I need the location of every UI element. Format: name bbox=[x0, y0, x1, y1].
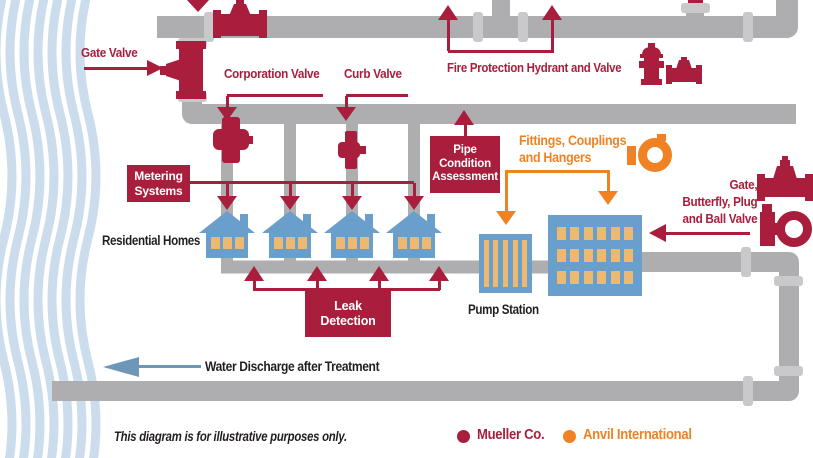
pump-station-label: Pump Station bbox=[468, 302, 539, 317]
gate-butterfly-line bbox=[666, 232, 750, 235]
pipe-coupling bbox=[204, 12, 214, 42]
leak-arrow-3 bbox=[369, 266, 389, 281]
fittings-stem-left bbox=[505, 172, 508, 212]
pipe-condition-arrow bbox=[454, 110, 474, 125]
gate-butterfly-label: Gate, Butterfly, Plug and Ball Valve bbox=[681, 177, 757, 226]
metering-arrow-2 bbox=[280, 196, 300, 210]
house-icon bbox=[324, 211, 380, 258]
house-icon bbox=[262, 211, 318, 258]
gate-valve-icon bbox=[757, 156, 813, 201]
metering-systems-box: Metering Systems bbox=[127, 165, 190, 202]
fire-arrow-right bbox=[542, 5, 562, 20]
gate-valve-icon bbox=[160, 41, 206, 99]
pipe-coupling bbox=[741, 247, 751, 277]
fire-bracket-stem-left bbox=[447, 20, 450, 51]
curb-pointer-line bbox=[346, 94, 408, 97]
pipe-coupling bbox=[774, 276, 803, 286]
ball-valve-icon bbox=[760, 204, 812, 247]
curb-valve-icon bbox=[338, 131, 366, 169]
leak-stem-1 bbox=[253, 281, 256, 290]
curb-pointer-stem bbox=[345, 96, 348, 108]
gate-butterfly-arrow bbox=[649, 224, 666, 242]
gate-valve-label: Gate Valve bbox=[81, 45, 138, 60]
pipe-condition-box: Pipe Condition Assessment bbox=[430, 136, 500, 193]
house-icon bbox=[386, 211, 442, 258]
fittings-stem-right bbox=[607, 172, 610, 192]
residential-homes-label: Residential Homes bbox=[102, 233, 201, 248]
pipe-coupling bbox=[774, 366, 803, 376]
mueller-legend-label: Mueller Co. bbox=[477, 427, 545, 443]
leak-arrow-4 bbox=[429, 266, 449, 281]
anvil-legend-dot bbox=[563, 430, 576, 443]
fittings-label: Fittings, Couplings and Hangers bbox=[519, 133, 627, 165]
leak-arrow-1 bbox=[244, 266, 264, 281]
leak-arrow-2 bbox=[307, 266, 327, 281]
discharge-arrow bbox=[103, 357, 139, 377]
fittings-bracket-line bbox=[505, 170, 610, 173]
disclaimer-text: This diagram is for illustrative purpose… bbox=[114, 429, 347, 444]
metering-line bbox=[190, 181, 414, 184]
metering-arrow-3 bbox=[342, 196, 362, 210]
leak-stem-4 bbox=[438, 281, 441, 290]
treatment-building-icon bbox=[548, 215, 642, 296]
pump-station-icon bbox=[479, 234, 532, 293]
metering-stem-1 bbox=[226, 183, 229, 197]
leak-line bbox=[253, 288, 440, 291]
top-arrow-fragment bbox=[187, 0, 209, 12]
hydrant-valve-icon bbox=[666, 57, 702, 84]
metering-stem-2 bbox=[289, 183, 292, 197]
leak-stem-2 bbox=[316, 281, 319, 290]
pipe-coupling bbox=[681, 3, 710, 13]
hydrant-base-fragment bbox=[688, 0, 703, 3]
leak-detection-box: Leak Detection bbox=[305, 290, 391, 337]
pipe-condition-stem bbox=[464, 125, 467, 136]
pipe-coupling bbox=[473, 12, 483, 42]
corporation-pointer-stem bbox=[226, 96, 229, 108]
curb-valve-arrow bbox=[336, 107, 356, 121]
metering-stem-4 bbox=[413, 183, 416, 197]
metering-arrow-1 bbox=[217, 196, 237, 210]
fittings-arrow-building bbox=[598, 191, 618, 205]
pipe-coupling-icon bbox=[627, 134, 672, 172]
gate-valve-pointer-line bbox=[84, 67, 148, 70]
inline-gate-valve-icon bbox=[213, 0, 267, 38]
fire-hydrant-icon bbox=[639, 43, 664, 85]
fittings-arrow-pump bbox=[496, 211, 516, 225]
metering-arrow-4 bbox=[404, 196, 424, 210]
metering-stem-3 bbox=[351, 183, 354, 197]
fire-arrow-left bbox=[438, 5, 458, 20]
corporation-pointer-line bbox=[227, 94, 323, 97]
curb-valve-label: Curb Valve bbox=[344, 66, 402, 81]
gate-valve-arrow bbox=[147, 60, 163, 76]
house-icon bbox=[199, 211, 255, 258]
corporation-valve-icon bbox=[213, 117, 253, 163]
pipe-coupling bbox=[518, 12, 528, 42]
leak-stem-3 bbox=[378, 281, 381, 290]
fire-bracket-line bbox=[448, 50, 554, 53]
water-discharge-label: Water Discharge after Treatment bbox=[205, 358, 380, 374]
pipe-coupling bbox=[743, 12, 753, 42]
anvil-legend-label: Anvil International bbox=[583, 427, 692, 443]
mueller-legend-dot bbox=[457, 430, 470, 443]
fire-protection-label: Fire Protection Hydrant and Valve bbox=[447, 60, 622, 75]
discharge-line bbox=[137, 365, 201, 368]
pipe-coupling bbox=[743, 376, 753, 406]
corporation-valve-arrow bbox=[217, 107, 237, 121]
fire-bracket-stem-right bbox=[551, 20, 554, 51]
corporation-valve-label: Corporation Valve bbox=[224, 66, 320, 81]
